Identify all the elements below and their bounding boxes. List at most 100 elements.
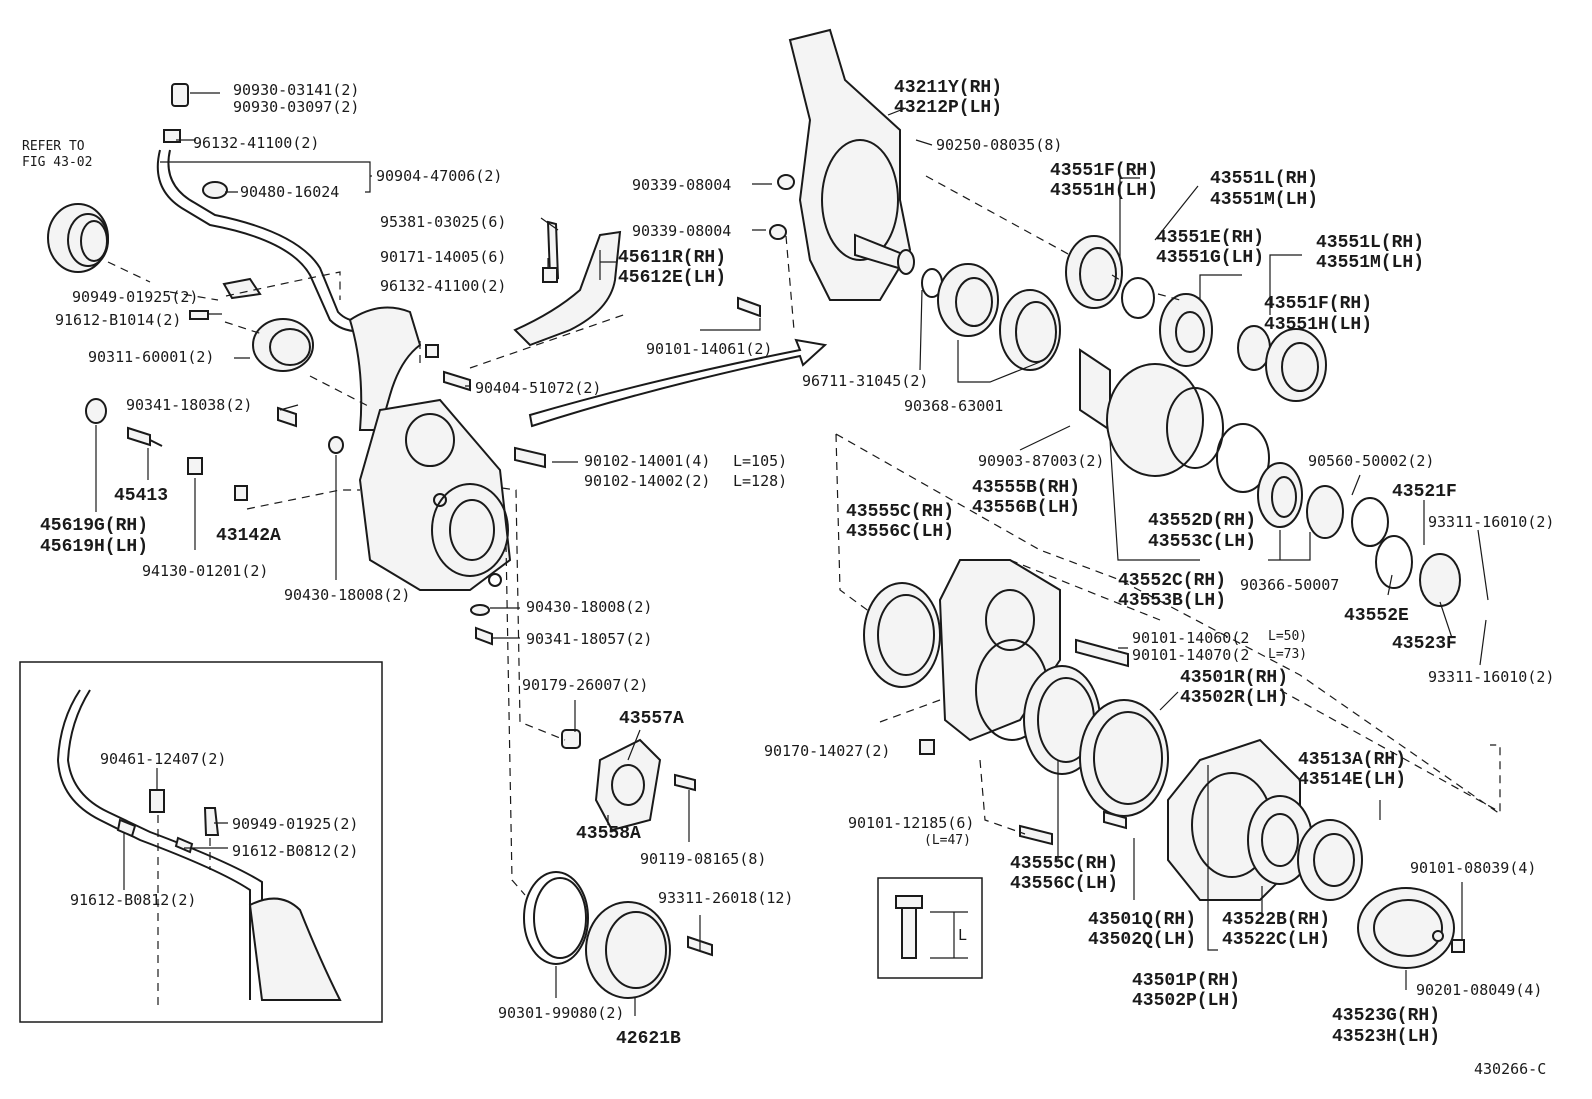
label-90461-12407: 90461-12407(2) bbox=[100, 750, 226, 768]
label-fig-43-02: FIG 43-02 bbox=[22, 155, 92, 170]
dashed-alignment-lines bbox=[107, 175, 1501, 896]
label-43142A: 43142A bbox=[216, 526, 281, 546]
label-91612-B0812-b: 91612-B0812(2) bbox=[70, 891, 196, 909]
gear-drawing bbox=[1106, 293, 1461, 607]
label-43513A: 43513A(RH) bbox=[1298, 750, 1406, 770]
label-96711-31045: 96711-31045(2) bbox=[802, 372, 928, 390]
label-refer-to: REFER TO bbox=[22, 139, 85, 154]
label-43551H-a: 43551H(LH) bbox=[1050, 181, 1158, 201]
label-93311-16010-b: 93311-16010(2) bbox=[1428, 668, 1554, 686]
label-43551L-b: 43551L(RH) bbox=[1316, 233, 1424, 253]
label-43558A: 43558A bbox=[576, 824, 641, 844]
label-length-key: L bbox=[958, 926, 967, 944]
label-90170-14027: 90170-14027(2) bbox=[764, 742, 890, 760]
label-45611R: 45611R(RH) bbox=[618, 248, 726, 268]
label-43522C: 43522C(LH) bbox=[1222, 930, 1330, 950]
label-43523F: 43523F bbox=[1392, 634, 1457, 654]
label-90903-87003: 90903-87003(2) bbox=[978, 452, 1104, 470]
label-90171-14005: 90171-14005(6) bbox=[380, 248, 506, 266]
label-43555C-a: 43555C(RH) bbox=[846, 502, 954, 522]
label-43501R: 43501R(RH) bbox=[1180, 668, 1288, 688]
label-length-73: L=73) bbox=[1268, 647, 1307, 662]
label-43211Y: 43211Y(RH) bbox=[894, 78, 1002, 98]
label-43502Q: 43502Q(LH) bbox=[1088, 930, 1196, 950]
knuckle-arm-drawing bbox=[348, 230, 622, 431]
label-90560-50002: 90560-50002(2) bbox=[1308, 452, 1434, 470]
label-90102-14001: 90102-14001(4) bbox=[584, 452, 710, 470]
label-90250-08035: 90250-08035(8) bbox=[936, 136, 1062, 154]
label-90101-14070: 90101-14070(2 bbox=[1132, 646, 1249, 664]
label-43551G: 43551G(LH) bbox=[1156, 248, 1264, 268]
label-90101-12185: 90101-12185(6) bbox=[848, 814, 974, 832]
label-43522B: 43522B(RH) bbox=[1222, 910, 1330, 930]
hub-cap-drawing bbox=[523, 871, 713, 999]
label-length-47: (L=47) bbox=[924, 833, 971, 848]
label-diagram-id: 430266-C bbox=[1474, 1060, 1546, 1078]
steering-knuckle-drawing bbox=[358, 398, 546, 591]
label-length-105: L=105) bbox=[733, 452, 787, 470]
label-43552C: 43552C(RH) bbox=[1118, 571, 1226, 591]
label-43555C-b: 43555C(RH) bbox=[1010, 854, 1118, 874]
label-43521F: 43521F bbox=[1392, 482, 1457, 502]
direction-arrow bbox=[528, 338, 828, 428]
label-94130-01201: 94130-01201(2) bbox=[142, 562, 268, 580]
label-91612-B1014: 91612-B1014(2) bbox=[55, 311, 181, 329]
label-45413: 45413 bbox=[114, 486, 168, 506]
label-90341-18038: 90341-18038(2) bbox=[126, 396, 252, 414]
oil-seal-drawing bbox=[47, 203, 109, 273]
label-length-50: L=50) bbox=[1268, 629, 1307, 644]
label-90102-14002: 90102-14002(2) bbox=[584, 472, 710, 490]
label-90404-51072: 90404-51072(2) bbox=[475, 379, 601, 397]
label-90179-26007: 90179-26007(2) bbox=[522, 676, 648, 694]
label-43523G: 43523G(RH) bbox=[1332, 1006, 1440, 1026]
inset-detail-frame bbox=[19, 661, 383, 1023]
left-parts-group bbox=[47, 83, 713, 999]
label-43551E: 43551E(RH) bbox=[1156, 228, 1264, 248]
label-43551F-a: 43551F(RH) bbox=[1050, 161, 1158, 181]
label-90930-03141: 90930-03141(2) bbox=[233, 81, 359, 99]
label-96132-41100-b: 96132-41100(2) bbox=[380, 277, 506, 295]
label-90949-01925-b: 90949-01925(2) bbox=[232, 815, 358, 833]
label-43551M-a: 43551M(LH) bbox=[1210, 190, 1318, 210]
label-93311-16010-a: 93311-16010(2) bbox=[1428, 513, 1554, 531]
label-43553B: 43553B(LH) bbox=[1118, 591, 1226, 611]
label-43556C-b: 43556C(LH) bbox=[1010, 874, 1118, 894]
label-43551L-a: 43551L(RH) bbox=[1210, 169, 1318, 189]
label-90430-18008-b: 90430-18008(2) bbox=[526, 598, 652, 616]
right-parts-group bbox=[737, 28, 1465, 979]
label-43502P: 43502P(LH) bbox=[1132, 991, 1240, 1011]
part-labels: 90930-03141(2) 90930-03097(2) REFER TO F… bbox=[22, 78, 1554, 1078]
label-90930-03097: 90930-03097(2) bbox=[233, 98, 359, 116]
label-90904-47006: 90904-47006(2) bbox=[376, 167, 502, 185]
label-43501P: 43501P(RH) bbox=[1132, 971, 1240, 991]
label-43501Q: 43501Q(RH) bbox=[1088, 910, 1196, 930]
label-93311-26018: 93311-26018(12) bbox=[658, 889, 793, 907]
label-90480-16024: 90480-16024 bbox=[240, 183, 339, 201]
breather-hose-drawing bbox=[156, 83, 373, 333]
label-42621B: 42621B bbox=[616, 1029, 681, 1049]
label-90101-08039: 90101-08039(4) bbox=[1410, 859, 1536, 877]
label-43556B: 43556B(LH) bbox=[972, 498, 1080, 518]
label-43523H: 43523H(LH) bbox=[1332, 1027, 1440, 1047]
label-90366-50007: 90366-50007 bbox=[1240, 576, 1339, 594]
label-43555B: 43555B(RH) bbox=[972, 478, 1080, 498]
label-45619G: 45619G(RH) bbox=[40, 516, 148, 536]
label-43551H-b: 43551H(LH) bbox=[1264, 315, 1372, 335]
axle-housing-drawing bbox=[863, 559, 1169, 846]
label-90430-18008-a: 90430-18008(2) bbox=[284, 586, 410, 604]
label-90949-01925-a: 90949-01925(2) bbox=[72, 288, 198, 306]
label-90119-08165: 90119-08165(8) bbox=[640, 850, 766, 868]
cover-gasket-drawing bbox=[470, 604, 696, 832]
label-43212P: 43212P(LH) bbox=[894, 98, 1002, 118]
label-90311-60001: 90311-60001(2) bbox=[88, 348, 214, 366]
label-43552E: 43552E bbox=[1344, 606, 1409, 626]
label-90301-99080: 90301-99080(2) bbox=[498, 1004, 624, 1022]
length-key-box bbox=[877, 877, 983, 979]
label-43552D: 43552D(RH) bbox=[1148, 511, 1256, 531]
label-45612E: 45612E(LH) bbox=[618, 268, 726, 288]
label-43556C-a: 43556C(LH) bbox=[846, 522, 954, 542]
label-90101-14060: 90101-14060(2 bbox=[1132, 629, 1249, 647]
label-91612-B0812-a: 91612-B0812(2) bbox=[232, 842, 358, 860]
label-43551F-b: 43551F(RH) bbox=[1264, 294, 1372, 314]
